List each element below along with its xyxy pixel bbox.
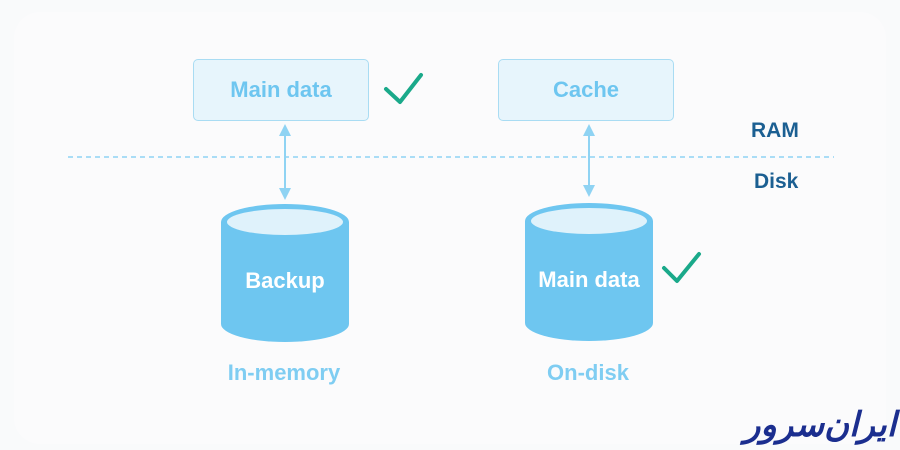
ram-main-data-box: Main data — [193, 59, 369, 121]
backup-cylinder-label: Backup — [245, 268, 325, 293]
in-memory-caption: In-memory — [227, 360, 341, 385]
ram-checkmark-icon — [384, 73, 423, 104]
logo-text: ایران‌سرور — [744, 405, 897, 445]
ram-cache-box: Cache — [498, 59, 674, 121]
ram-cache-label: Cache — [552, 77, 620, 102]
disk-layer-label: Disk — [754, 170, 799, 193]
on-disk-caption: On-disk — [547, 360, 629, 385]
iranserver-logo: ایران‌سرور — [744, 405, 897, 445]
background-card — [14, 12, 886, 444]
left-database-cylinder — [221, 204, 349, 342]
right-database-cylinder — [525, 203, 653, 341]
disk-checkmark-icon — [662, 252, 701, 283]
ram-main-data-label: Main data — [230, 77, 332, 102]
disk-main-data-label: Main data — [538, 267, 640, 292]
ram-layer-label: RAM — [751, 119, 799, 142]
